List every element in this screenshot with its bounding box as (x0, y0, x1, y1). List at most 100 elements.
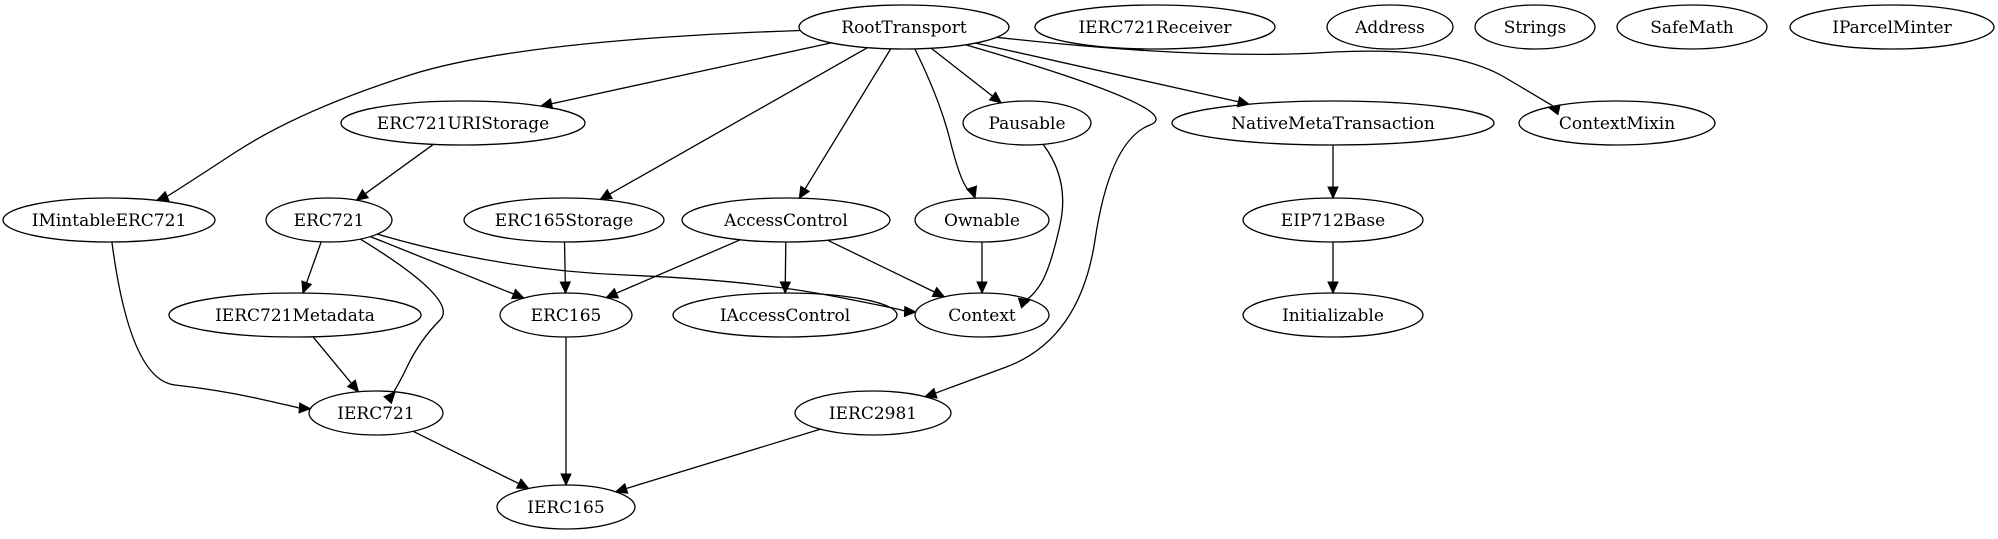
edge-line (930, 47, 993, 97)
edge-roottransport-to-ownable (914, 48, 978, 200)
edge-line (166, 29, 801, 197)
edge-erc165-to-ierc165 (560, 337, 572, 487)
node-ellipse (1616, 4, 1768, 50)
node-ellipse (463, 197, 665, 243)
node-ellipse (914, 197, 1050, 243)
node-ellipse (681, 197, 891, 243)
arrowhead (301, 280, 313, 295)
node-label: SafeMath (1650, 18, 1734, 38)
node-ellipse (499, 292, 633, 338)
arrowhead (355, 188, 370, 201)
arrowhead (923, 387, 938, 399)
node-ierc2981: IERC2981 (794, 390, 952, 436)
edge-line (609, 47, 868, 195)
node-pausable: Pausable (962, 100, 1092, 146)
edge-line (975, 42, 1239, 103)
edge-erc721-to-erc165 (370, 235, 525, 300)
node-eip712base: EIP712Base (1242, 197, 1424, 243)
edge-line (377, 233, 907, 313)
edge-accesscontrol-to-context (827, 239, 946, 298)
node-safemath: SafeMath (1616, 4, 1768, 50)
node-ellipse (1326, 4, 1454, 50)
node-label: Context (948, 306, 1016, 326)
node-ellipse (962, 100, 1092, 146)
node-ierc721metadata: IERC721Metadata (168, 292, 422, 338)
node-ellipse (798, 4, 1010, 50)
node-ellipse (1518, 100, 1716, 146)
node-ellipse (1242, 197, 1424, 243)
edge-line (359, 238, 444, 401)
node-label: ERC165 (531, 306, 602, 326)
edge-erc721-to-ierc721metadata (301, 241, 322, 295)
edge-accesscontrol-to-iaccesscontrol (779, 241, 792, 295)
node-label: IParcelMinter (1832, 18, 1952, 38)
node-iaccesscontrol: IAccessControl (672, 292, 898, 338)
edge-roottransport-to-erc165storage (599, 47, 868, 201)
node-ellipse (914, 292, 1050, 338)
edge-ierc721-to-ierc165 (412, 430, 530, 490)
node-ellipse (168, 292, 422, 338)
node-label: IERC2981 (829, 404, 917, 424)
node-ellipse (1034, 4, 1276, 50)
edge-line (563, 241, 566, 283)
node-layer: RootTransport IERC721Receiver Address Strin… (2, 4, 1995, 530)
node-label: Pausable (989, 114, 1066, 134)
node-imintableerc721: IMintableERC721 (2, 197, 216, 243)
node-strings: Strings (1474, 4, 1596, 50)
edge-line (370, 235, 514, 295)
arrowhead (903, 305, 917, 318)
arrowhead (1017, 297, 1032, 309)
node-context: Context (914, 292, 1050, 338)
node-ellipse (308, 390, 444, 436)
arrowhead (988, 91, 1003, 104)
node-label: Address (1354, 18, 1425, 38)
node-ellipse (1474, 4, 1596, 50)
node-ellipse (672, 292, 898, 338)
node-label: Strings (1504, 18, 1567, 38)
node-label: RootTransport (841, 18, 967, 38)
edge-line (312, 336, 352, 384)
arrowhead (1327, 186, 1339, 200)
edge-ownable-to-context (976, 242, 988, 295)
arrowhead (931, 286, 946, 298)
node-ellipse (1789, 4, 1995, 50)
edge-line (364, 143, 434, 195)
edge-imintableerc721-to-ierc721 (111, 241, 312, 414)
node-ellipse (265, 197, 393, 243)
node-label: IERC165 (527, 498, 604, 518)
node-ierc721: IERC721 (308, 390, 444, 436)
node-iparcelminter: IParcelMinter (1789, 4, 1995, 50)
node-contextmixin: ContextMixin (1518, 100, 1716, 146)
arrowhead (605, 287, 620, 299)
node-ellipse (1171, 100, 1495, 146)
edge-line (784, 241, 787, 283)
node-accesscontrol: AccessControl (681, 197, 891, 243)
edge-line (804, 48, 892, 190)
edge-line (305, 241, 322, 283)
edge-roottransport-to-pausable (930, 47, 1003, 104)
arrowhead (599, 188, 614, 201)
edge-line (551, 42, 832, 105)
node-label: Initializable (1282, 306, 1384, 326)
arrowhead (383, 391, 396, 405)
node-ierc721receiver: IERC721Receiver (1034, 4, 1276, 50)
arrowhead (966, 185, 978, 200)
edge-line (996, 36, 1560, 111)
node-ellipse (340, 100, 586, 146)
edge-line (626, 428, 821, 490)
node-address: Address (1326, 4, 1454, 50)
node-ellipse (2, 197, 216, 243)
edge-eip712base-to-initializable (1327, 242, 1339, 295)
edge-roottransport-to-accesscontrol (798, 48, 892, 200)
arrowhead (798, 185, 811, 200)
node-label: IAccessControl (720, 306, 850, 326)
node-initializable: Initializable (1242, 292, 1424, 338)
arrowhead (510, 288, 525, 300)
edge-line (827, 239, 935, 293)
arrowhead (298, 402, 312, 414)
node-ellipse (794, 390, 952, 436)
arrowhead (614, 482, 629, 494)
edge-erc721-to-ierc721 (359, 238, 444, 405)
node-erc721: ERC721 (265, 197, 393, 243)
